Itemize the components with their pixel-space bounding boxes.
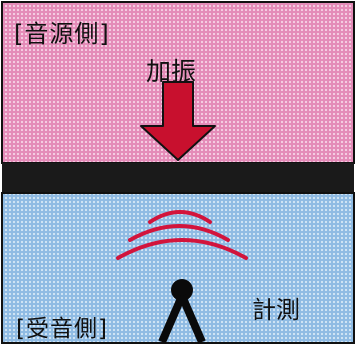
receiver-room (1, 192, 355, 344)
source-side-label: [音源側] (14, 20, 110, 48)
excitation-label: 加振 (146, 57, 197, 86)
sound-wave-small (148, 210, 212, 224)
tripod-leg-right (178, 294, 206, 344)
partition-wall (2, 163, 354, 193)
microphone-tripod-icon (158, 279, 206, 344)
measurement-label: 計測 (252, 296, 300, 324)
sound-wave-medium (128, 224, 230, 242)
receiver-side-label: [受音側] (16, 316, 108, 342)
sound-wave-large (116, 238, 248, 260)
tripod-leg-left (158, 294, 186, 344)
sound-wave-icon (116, 210, 248, 260)
down-arrow-icon (140, 81, 216, 161)
microphone-head (171, 279, 193, 301)
